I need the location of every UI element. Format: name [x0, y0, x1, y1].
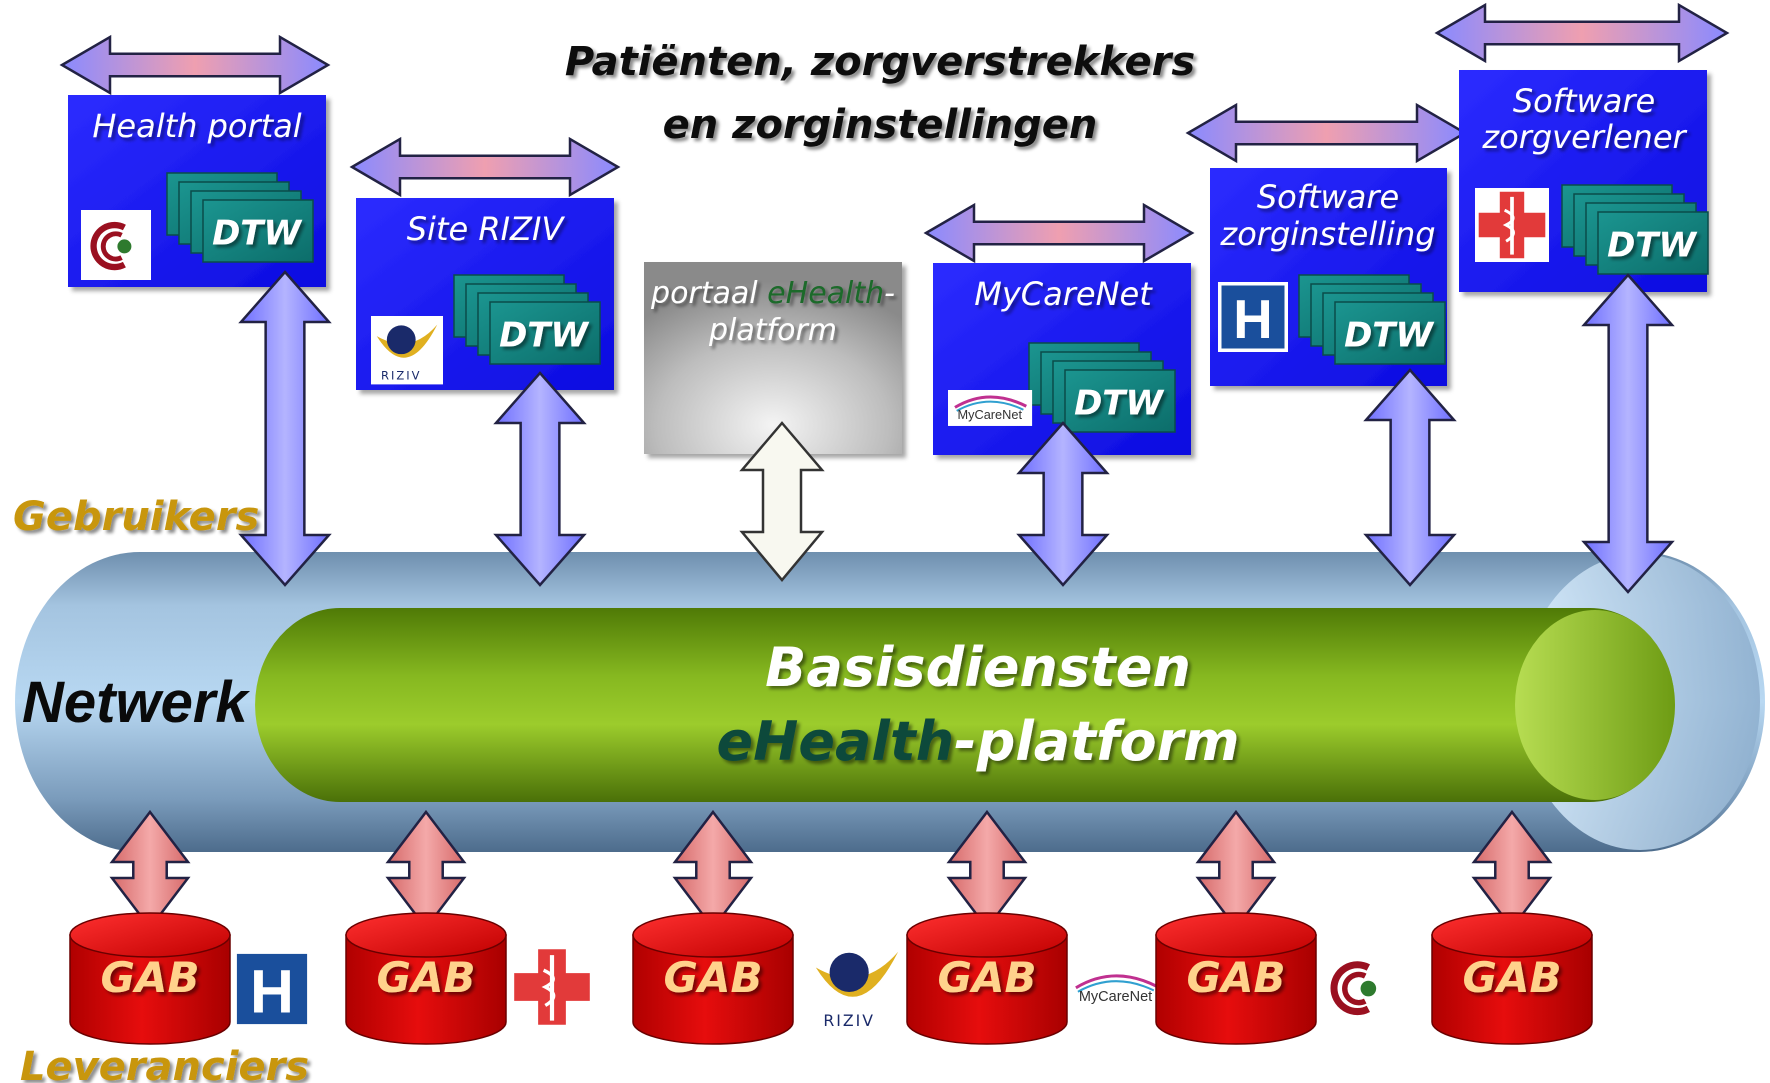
- vertical-double-arrow: [1363, 368, 1457, 587]
- core-title: Basisdiensten: [765, 636, 1191, 699]
- gab-cylinder-body: [345, 934, 507, 1045]
- core-platform: Basisdiensten eHealth-platform: [255, 608, 1675, 802]
- application-title: Software: [1513, 82, 1655, 120]
- gab-cylinder-top: [345, 912, 507, 958]
- horizontal-double-arrow: [349, 136, 621, 198]
- suppliers-label: Leveranciers: [20, 1044, 309, 1083]
- gab-cylinder-top: [1155, 912, 1317, 958]
- riziv-logo-text: RIZIV: [381, 368, 422, 382]
- title-line-1: Patiënten, zorgverstrekkers: [565, 39, 1195, 85]
- portal-suffix: -: [884, 276, 895, 311]
- gab-cylinder-top: [69, 912, 231, 958]
- gab-cylinder-top: [906, 912, 1068, 958]
- riziv-logo: RIZIV: [371, 316, 443, 385]
- vertical-double-arrow: [1016, 421, 1110, 587]
- horizontal-double-arrow: [1185, 102, 1468, 164]
- gab-label: GAB: [1463, 953, 1562, 1002]
- gab-cylinder-top: [1431, 912, 1593, 958]
- users-label: Gebruikers: [13, 494, 259, 540]
- dtw-label: DTW: [212, 214, 302, 254]
- application-title: MyCareNet: [974, 275, 1153, 313]
- hospital-h-text: H: [250, 957, 294, 1025]
- ehealth-logo: [81, 210, 151, 280]
- dtw-stack: DTW: [166, 172, 314, 263]
- dtw-label: DTW: [1074, 384, 1164, 424]
- gab-source-4: GAB MyCareNet: [906, 809, 1164, 1045]
- gab-source-5: GAB: [1155, 809, 1398, 1045]
- dtw-label: DTW: [1344, 316, 1434, 356]
- gab-label: GAB: [664, 953, 763, 1002]
- ehealth-logo: [1320, 948, 1398, 1026]
- riziv-logo: RIZIV: [808, 940, 906, 1034]
- dtw-stack: DTW: [1028, 342, 1176, 433]
- horizontal-double-arrow: [1434, 2, 1730, 64]
- vertical-double-arrow: [493, 371, 587, 587]
- gab-cylinder-top: [632, 912, 794, 958]
- portal-ehealth-highlight: eHealth: [767, 276, 884, 311]
- gab-cylinder-body: [1431, 934, 1593, 1045]
- ehealth-portal-box: portaal eHealth- platform: [644, 262, 902, 454]
- vertical-double-arrow: [1581, 273, 1675, 594]
- horizontal-double-arrow: [59, 34, 331, 96]
- mycarenet-logo-text: MyCareNet: [958, 407, 1023, 422]
- mycarenet-logo-text: MyCareNet: [1079, 989, 1152, 1005]
- portal-title-line-2: platform: [708, 313, 837, 348]
- hospital-h-text: H: [1233, 289, 1272, 350]
- horizontal-double-arrow: [923, 202, 1195, 264]
- gab-label: GAB: [1187, 953, 1286, 1002]
- application-title: Software: [1257, 178, 1399, 216]
- gab-cylinder-body: [632, 934, 794, 1045]
- application-title-line-2: zorgverlener: [1481, 118, 1687, 156]
- core-platform-suffix: -platform: [954, 710, 1239, 773]
- dtw-label: DTW: [499, 316, 589, 356]
- application-title: Site RIZIV: [407, 210, 566, 248]
- core-subtitle: eHealth-platform: [717, 710, 1240, 773]
- gab-label: GAB: [377, 953, 476, 1002]
- application-title-line-2: zorginstelling: [1219, 215, 1435, 253]
- gab-source-2: GAB: [345, 809, 594, 1045]
- dtw-stack: DTW: [1561, 184, 1709, 275]
- portal-double-arrow: [739, 421, 825, 582]
- mycarenet-logo: MyCareNet: [1068, 968, 1164, 1009]
- hospital-h-logo: H: [1218, 282, 1288, 352]
- authentic-sources: GAB H GAB GAB RIZIV GAB MyCareNet GAB GAB: [69, 809, 1593, 1045]
- hospital-h-logo: H: [233, 950, 311, 1028]
- gab-cylinder-body: [906, 934, 1068, 1045]
- application-box-2: Site RIZIV DTW RIZIV: [349, 136, 621, 587]
- gab-label: GAB: [938, 953, 1037, 1002]
- red-cross-caduceus-logo: [1475, 188, 1549, 262]
- application-title: Health portal: [92, 107, 301, 145]
- gab-source-1: GAB H: [69, 809, 311, 1045]
- portal-prefix: portaal: [650, 276, 767, 311]
- core-ehealth-highlight: eHealth: [717, 710, 955, 773]
- title-line-2: en zorginstellingen: [663, 102, 1098, 148]
- dtw-stack: DTW: [1298, 274, 1446, 365]
- network-label: Netwerk: [22, 670, 250, 735]
- mycarenet-logo: MyCareNet: [948, 390, 1033, 426]
- gab-cylinder-body: [69, 934, 231, 1045]
- gab-label: GAB: [101, 953, 200, 1002]
- dtw-stack: DTW: [453, 274, 601, 365]
- vertical-double-arrow: [238, 270, 332, 587]
- gab-source-6: GAB: [1431, 809, 1593, 1045]
- gab-source-3: GAB RIZIV: [632, 809, 906, 1045]
- red-cross-caduceus-logo: [510, 945, 594, 1029]
- dtw-label: DTW: [1607, 226, 1697, 266]
- riziv-logo-text: RIZIV: [823, 1011, 875, 1030]
- gab-cylinder-body: [1155, 934, 1317, 1045]
- portal-title-line-1: portaal eHealth-: [650, 276, 895, 311]
